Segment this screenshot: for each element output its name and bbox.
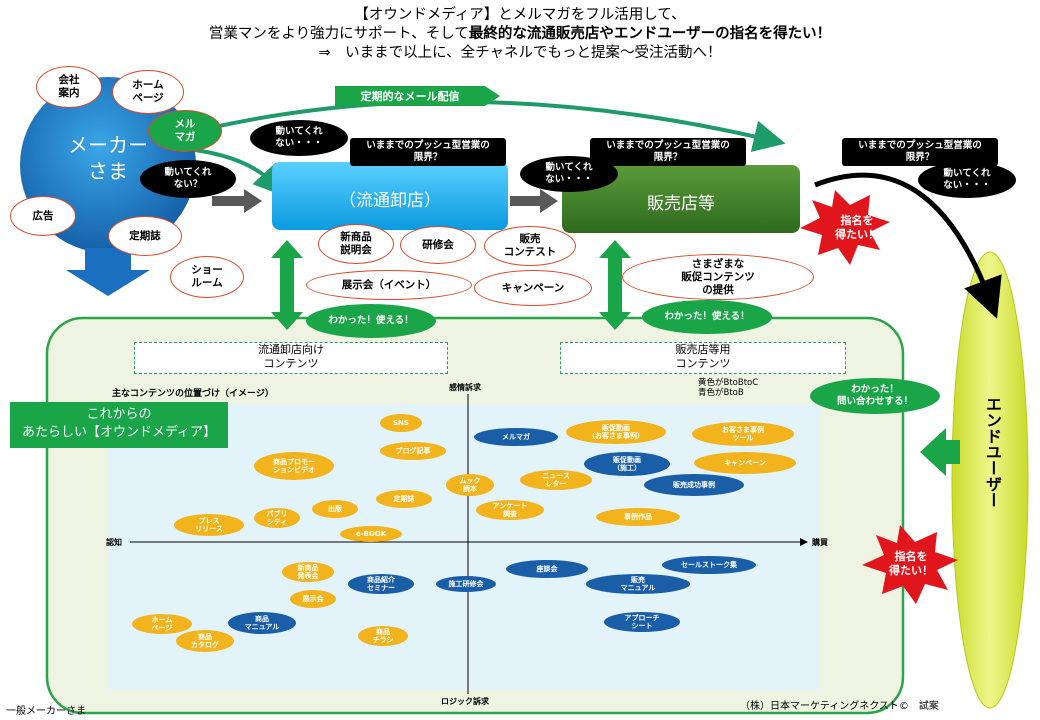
mail-to-wholesale-arrow xyxy=(194,148,286,197)
chart-item-27: 商品 カタログ xyxy=(176,630,234,652)
header-line1: 【オウンドメディア】とメルマガをフル活用して、 xyxy=(354,7,686,23)
chart-item-13: 出版 xyxy=(312,500,358,518)
arrow-maker-to-wholesale xyxy=(212,189,262,213)
oval-campaign: キャンペーン xyxy=(474,270,592,306)
chart-item-1: ブログ記事 xyxy=(380,442,446,460)
star-upper-label: 指名を 得たい！ xyxy=(835,214,879,241)
chart-item-22: セールストーク集 xyxy=(662,556,756,574)
chart-item-15: 事例作品 xyxy=(596,508,680,526)
oval-homepage: ホーム ページ xyxy=(112,70,184,114)
chart-item-17: e-BOOK xyxy=(340,526,402,542)
chart-item-0: SNS xyxy=(380,414,422,432)
chart-item-12: パブリ シティ xyxy=(254,508,300,528)
chart-item-23: 販売 マニュアル xyxy=(586,574,690,594)
chart-item-4: 販促動画 （お客さま事例） xyxy=(566,420,666,444)
chart-title: 主なコンテンツの位置づけ（イメージ） xyxy=(112,389,274,399)
footer-left: 一般メーカーさま xyxy=(6,706,86,717)
axis-label-left: 認知 xyxy=(106,538,122,547)
label-retail-contents: 販売店等用 コンテンツ xyxy=(560,342,846,374)
label-wholesale-contents: 流通卸店向け コンテンツ xyxy=(134,342,448,374)
star-lower xyxy=(862,525,958,604)
limit-box-enduser: いままでのプッシュ型営業の 限界？ xyxy=(842,138,998,166)
chart-item-18: 新商品 発表会 xyxy=(282,562,334,582)
header-line2: 営業マンをより強力にサポート、そして最終的な流通販売店やエンドユーザーの指名を得… xyxy=(0,25,1040,44)
oval-showroom: ショー ルーム xyxy=(170,256,244,298)
chart-legend: 黄色がBtoBtoC 青色がBtoB xyxy=(698,378,758,398)
maker-label: メーカー さま xyxy=(68,133,148,183)
chart-item-14: アンケート 調査 xyxy=(476,500,544,520)
limit-box-retail: いままでのプッシュ型営業の 限界？ xyxy=(590,138,746,166)
mail-banner-shape xyxy=(335,86,500,106)
end-user-ellipse xyxy=(951,251,1029,709)
star-upper xyxy=(800,190,890,265)
chart-item-25: ホーム ページ xyxy=(132,614,192,634)
ok-bubble-enduser: わかった！ 問い合わせする！ xyxy=(810,378,940,414)
chart-item-16: プレス リリース xyxy=(174,514,244,536)
wholesale-updown-arrow xyxy=(271,240,303,330)
maker-down-arrow xyxy=(66,248,150,296)
oval-new-product-briefing: 新商品 説明会 xyxy=(318,224,394,264)
bubble-enduser-question: 動いてくれ ない・・・ xyxy=(918,162,1016,198)
retail-box xyxy=(562,165,800,233)
retail-label: 販売店等 xyxy=(647,194,715,214)
mail-banner-label: 定期的なメール配信 xyxy=(360,90,460,103)
owned-media-label: これからの あたらしい【オウンドメディア】 xyxy=(10,402,228,448)
chart-item-24: 展示会 xyxy=(290,590,336,608)
chart-item-6: 販促動画 （施工） xyxy=(584,452,670,476)
chart-item-10: 販売成功事例 xyxy=(644,474,744,496)
axis-label-top: 感情訴求 xyxy=(449,383,481,392)
retail-updown-arrow xyxy=(599,240,631,330)
bubble-wholesale-question: 動いてくれ ない・・・ xyxy=(250,120,348,156)
bubble-maker-question: 動いてくれ ない？ xyxy=(140,160,236,198)
axis-label-right: 購買 xyxy=(812,538,828,547)
oval-sales-contest: 販売 コンテスト xyxy=(484,226,576,266)
retail-to-enduser-arrow xyxy=(814,172,1002,319)
oval-periodical: 定期誌 xyxy=(108,216,182,256)
limit-box-wholesale: いままでのプッシュ型営業の 限界？ xyxy=(350,138,506,166)
chart-item-3: メルマガ xyxy=(474,428,558,446)
chart-item-7: キャンペーン xyxy=(694,452,796,474)
enduser-left-arrow xyxy=(920,428,960,476)
header-line2-a: 営業マンをより強力にサポート、そして xyxy=(208,26,469,42)
legend-yellow: 黄色がBtoBtoC xyxy=(698,378,759,388)
oval-training: 研修会 xyxy=(400,226,476,264)
footer-right: （株）日本マーケティングネクスト© 試案 xyxy=(740,701,939,712)
ok-bubble-retail: わかった！使える！ xyxy=(642,300,772,334)
star-lower-label: 指名を 得たい！ xyxy=(889,550,933,577)
axis-label-bottom: ロジック訴求 xyxy=(441,697,489,706)
oval-promo-contents: さまざまな 販促コンテンツ の提供 xyxy=(622,254,814,300)
ok-bubble-wholesale: わかった！使える！ xyxy=(306,304,436,338)
end-user-label: エンドユーザー xyxy=(983,396,1002,508)
chart-item-11: 定期誌 xyxy=(376,490,432,508)
chart-item-26: 商品 マニュアル xyxy=(228,612,296,634)
header-line3: ⇒ いままで以上に、全チャネルでもっと提案〜受注活動へ！ xyxy=(318,45,722,61)
oval-exhibition: 展示会（イベント） xyxy=(306,270,472,300)
chart-item-19: 商品紹介 セミナー xyxy=(348,574,414,594)
wholesale-label: （流通卸店） xyxy=(339,191,441,211)
chart-item-5: お客さま事例 ツール xyxy=(692,422,794,446)
wholesale-box xyxy=(272,162,508,230)
chart-item-28: 商品 チラシ xyxy=(358,626,408,646)
oval-ad: 広告 xyxy=(10,196,76,236)
chart-item-20: 施工研修会 xyxy=(436,576,496,592)
chart-item-2: 商品プロモー ションビデオ xyxy=(254,452,334,480)
oval-mailmag: メル マガ xyxy=(148,110,222,152)
chart-item-21: 座談会 xyxy=(506,560,588,578)
arrow-wholesale-to-retail xyxy=(510,189,558,213)
legend-blue: 青色がBtoB xyxy=(698,388,744,398)
chart-item-8: ムック 読本 xyxy=(446,474,494,496)
chart-item-29: アプローチ シート xyxy=(604,612,680,632)
chart-item-9: ニュース レター xyxy=(520,470,592,490)
header-line2-b: 最終的な流通販売店やエンドユーザーの指名を得たい！ xyxy=(468,26,832,42)
oval-company-profile: 会社 案内 xyxy=(36,66,102,108)
bubble-retail-question: 動いてくれ ない・・・ xyxy=(520,156,618,192)
